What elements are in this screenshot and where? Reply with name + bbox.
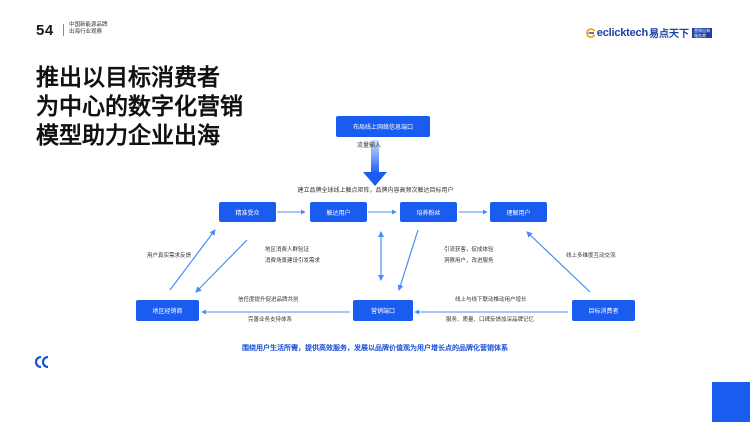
label-traffic-input: 流量输入	[357, 142, 382, 149]
report-title: 中国新能源品牌 出海行业观察	[69, 22, 108, 36]
diagram-footer: 围绕用户生活所需，提供高效服务，发展以品牌价值观为用户增长点的品牌化营销体系	[242, 344, 508, 352]
main-down-arrow	[363, 140, 387, 186]
brand-logo: eclicktech 易点天下 营销出海 服务商	[585, 25, 712, 40]
node-online-network-port: 布局线上网络信息端口	[336, 116, 430, 137]
node-marketing-port: 营销端口	[353, 300, 413, 321]
label-trust-1: 信任度提升促进品牌共创	[238, 297, 299, 303]
label-offline-1: 线上与线下联动推动用户增长	[455, 297, 527, 303]
headline: 推出以目标消费者 为中心的数字化营销 模型助力企业出海	[36, 64, 243, 151]
corner-accent-block	[712, 382, 750, 422]
label-online-interact: 线上多维度互动交流	[566, 253, 616, 259]
arrow-fans-to-port	[397, 229, 419, 291]
brand-name: eclicktech	[596, 26, 648, 39]
node-cultivate-fans: 培养粉丝	[400, 202, 457, 222]
headline-line3: 模型助力企业出海	[36, 123, 220, 149]
report-title-line1: 中国新能源品牌	[69, 22, 108, 28]
node-reach-users: 触达用户	[310, 202, 367, 222]
label-traffic-2: 洞察用户，改进服务	[444, 258, 494, 264]
brand-badge: 营销出海 服务商	[692, 27, 712, 38]
label-region-verify-2: 消费场景建设引发需求	[265, 258, 321, 264]
arrow-consumer-to-understand	[526, 231, 591, 293]
label-traffic-1: 引流获客，促成体验	[444, 247, 494, 253]
node-understand-users: 理解用户	[490, 202, 547, 222]
brand-badge-line1: 营销出海	[694, 27, 710, 33]
label-offline-2: 服务、质量、口碑反馈加深品牌记忆	[446, 317, 535, 323]
label-user-feedback: 用户真实需求反馈	[147, 253, 192, 259]
report-title-line2: 出海行业观察	[69, 29, 103, 35]
arrow-region-verify	[195, 239, 248, 293]
headline-line2: 为中心的数字化营销	[36, 94, 243, 120]
arrow-user-feedback	[169, 229, 216, 291]
header-divider	[63, 24, 64, 36]
page-number: 54	[36, 22, 54, 39]
node-regional-dealer: 地区经销商	[136, 300, 199, 321]
double-chevron-logo-icon	[34, 356, 49, 368]
node-precise-audience: 精准受众	[219, 202, 276, 222]
e-swirl-icon	[585, 27, 596, 38]
label-trust-2: 完善业务支持体系	[248, 317, 293, 323]
brand-cn-name: 易点天下	[649, 29, 689, 40]
headline-line1: 推出以目标消费者	[36, 65, 220, 91]
label-brand-matrix: 建立品牌全球线上触点矩阵，品牌内容高频次触达目标用户	[297, 187, 454, 194]
brand-badge-line2: 服务商	[694, 32, 706, 38]
node-target-consumer: 目标消费者	[572, 300, 635, 321]
label-region-verify-1: 地区消费人群验证	[265, 247, 310, 253]
